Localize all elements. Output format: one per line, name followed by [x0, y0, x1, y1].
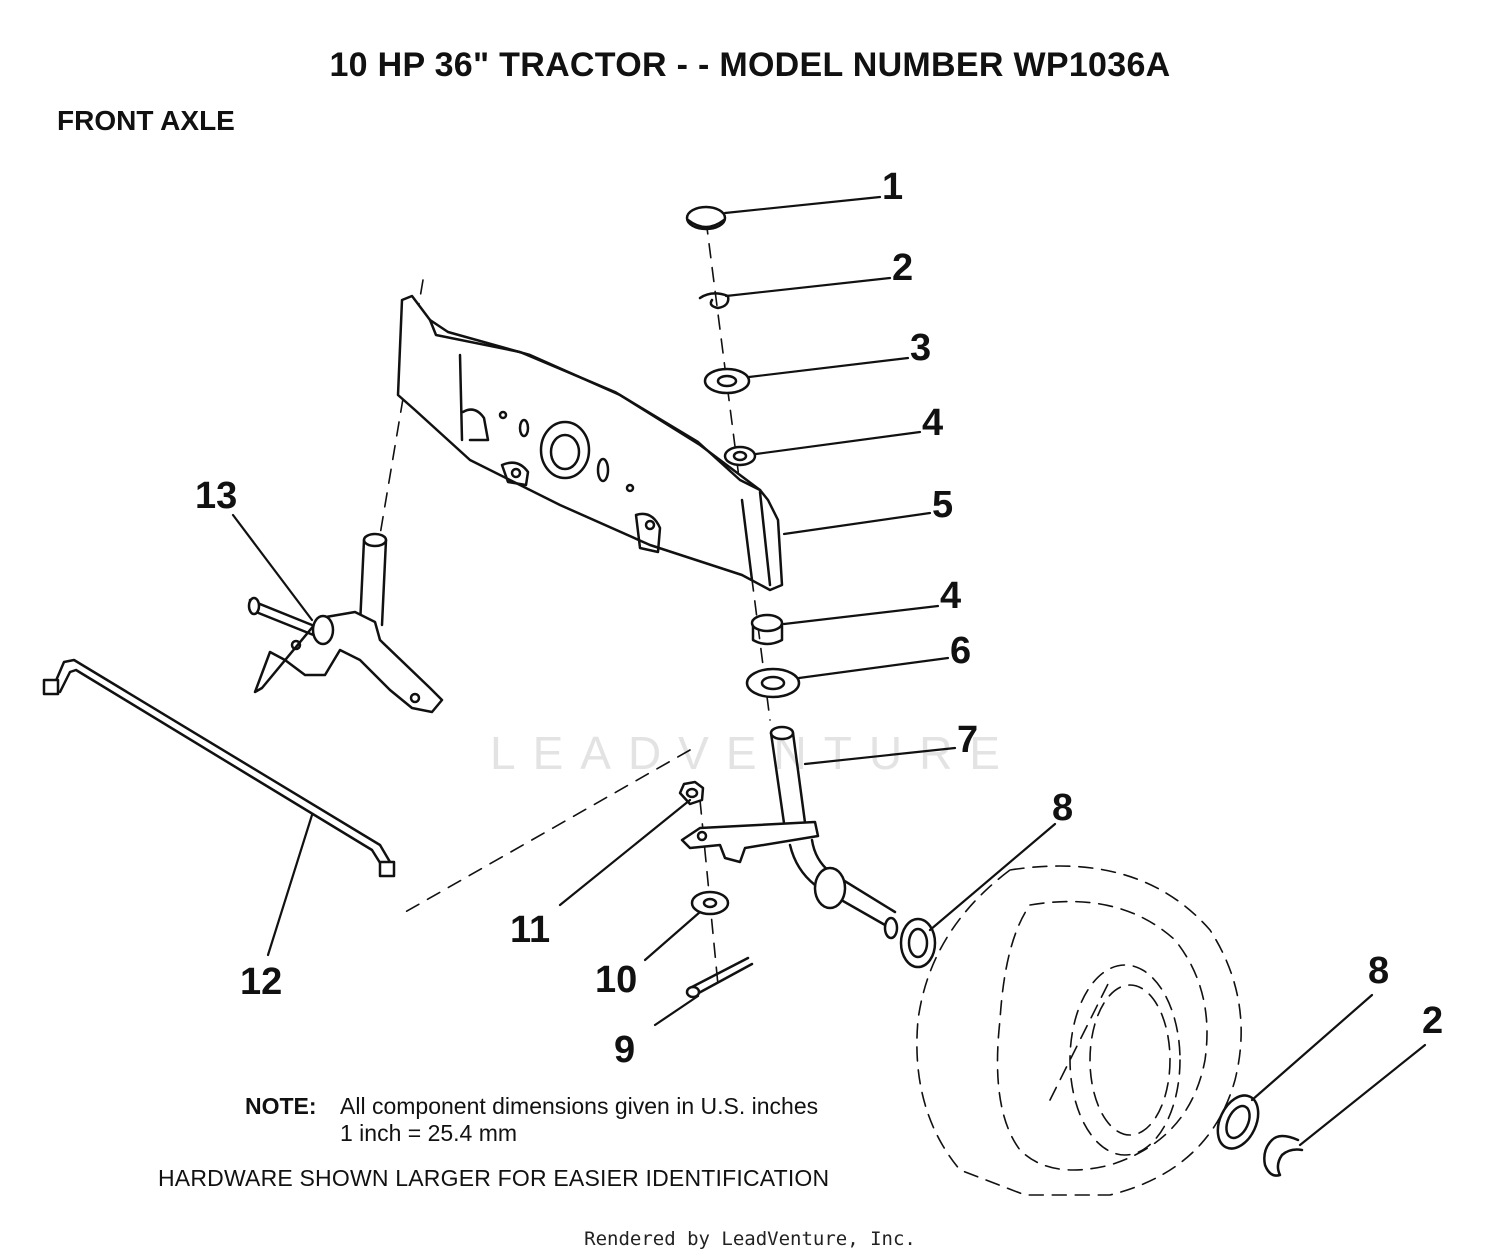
note-label: NOTE:: [245, 1093, 317, 1119]
part-2-clip: [698, 292, 730, 310]
part-4-bushing-lower: [750, 613, 784, 646]
callout-7: 7: [957, 719, 978, 761]
part-3-washer: [703, 367, 751, 395]
part-6-washer: [745, 667, 801, 699]
note-body: All component dimensions given in U.S. i…: [340, 1093, 818, 1147]
part-4-bushing-upper: [723, 445, 757, 467]
part-8-washer-left: [899, 917, 937, 969]
part-13-spindle-left: [247, 532, 444, 714]
hardware-note: HARDWARE SHOWN LARGER FOR EASIER IDENTIF…: [158, 1165, 830, 1191]
callout-2-outer: 2: [1422, 1000, 1443, 1042]
part-12-tie-rod: [42, 658, 396, 878]
callout-10: 10: [595, 959, 637, 1001]
part-1-cap: [685, 205, 727, 231]
wheel-outline: [916, 865, 1242, 1196]
render-credit: Rendered by LeadVenture, Inc.: [584, 1228, 916, 1250]
note-line-1: All component dimensions given in U.S. i…: [340, 1093, 819, 1119]
part-11-nut: [678, 780, 705, 806]
callout-9: 9: [614, 1029, 635, 1071]
part-5-axle-beam: [396, 294, 784, 592]
callout-1: 1: [882, 166, 903, 208]
callout-11: 11: [510, 909, 550, 951]
callout-2: 2: [892, 247, 913, 289]
part-9-cotter-pin: [685, 956, 754, 999]
part-10-washer: [690, 890, 730, 916]
callout-8-left: 8: [1052, 787, 1073, 829]
callout-5: 5: [932, 484, 953, 526]
callout-4-lower: 4: [940, 575, 961, 617]
part-2-clip-outer: [1263, 1134, 1304, 1177]
callout-13: 13: [195, 475, 237, 517]
leader-lines: [231, 195, 1427, 1147]
callout-12: 12: [240, 961, 282, 1003]
section-title: FRONT AXLE: [57, 105, 235, 136]
callout-6: 6: [950, 630, 971, 672]
dimension-note: NOTE: All component dimensions given in U…: [245, 1093, 818, 1147]
callout-4-upper: 4: [922, 402, 943, 444]
part-7-spindle: [680, 725, 899, 940]
note-line-2: 1 inch = 25.4 mm: [340, 1120, 518, 1146]
part-8-washer-right: [1216, 1094, 1260, 1150]
callout-8-right: 8: [1368, 950, 1389, 992]
page-title: 10 HP 36" TRACTOR - - MODEL NUMBER WP103…: [329, 46, 1171, 84]
callout-3: 3: [910, 327, 931, 369]
callout-labels: 1 2 3 4 5 4 6 7 8 13 11 12 10 9 8 2: [195, 166, 1443, 1071]
